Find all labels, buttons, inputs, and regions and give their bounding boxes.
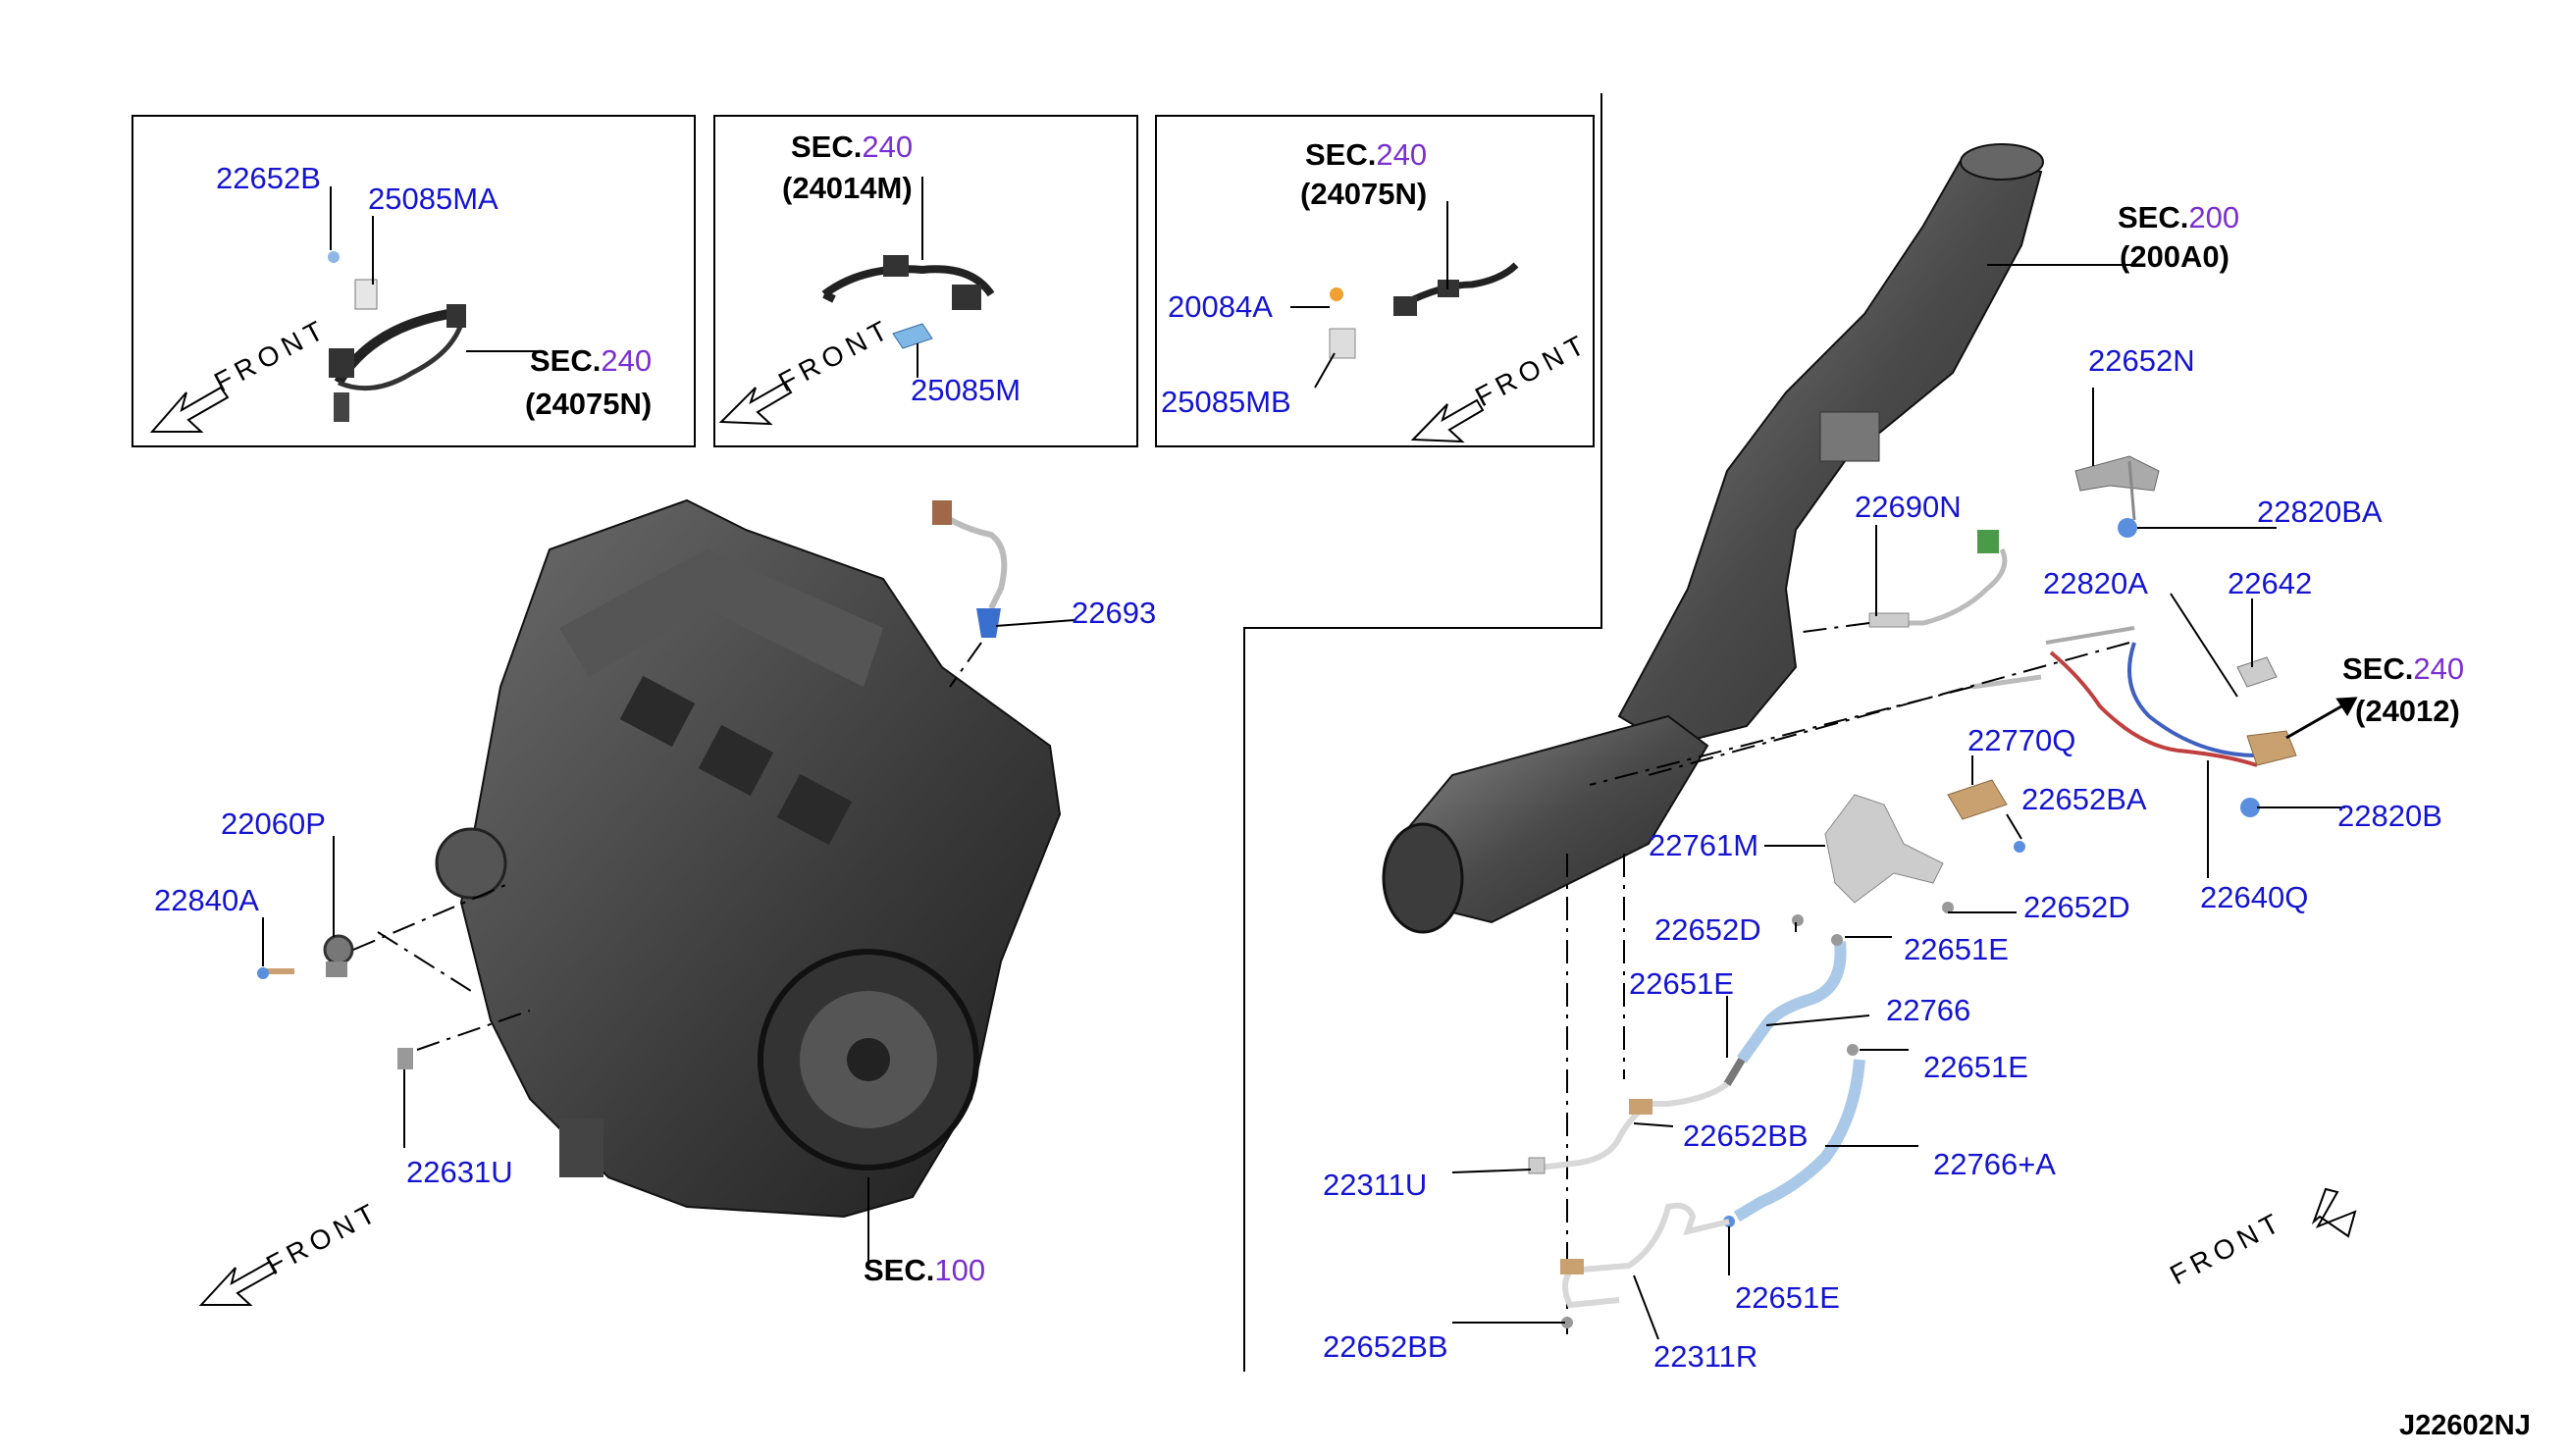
ref-code-exhaust: (200A0) bbox=[2120, 239, 2229, 274]
dash-harness-2 bbox=[1589, 686, 1973, 786]
front-arrow-inset2: FRONT bbox=[718, 313, 897, 426]
label-22060P: 22060P bbox=[221, 806, 326, 841]
label-22690N: 22690N bbox=[1855, 490, 1962, 524]
ref-code-sensor: (24012) bbox=[2355, 694, 2460, 728]
label-22766A: 22766+A bbox=[1933, 1147, 2056, 1181]
tube-22766 bbox=[1723, 934, 1847, 1087]
label-22640Q: 22640Q bbox=[2200, 880, 2308, 914]
label-22652BB-b: 22652BB bbox=[1323, 1329, 1448, 1364]
front-label: FRONT bbox=[1470, 328, 1594, 413]
sensor-22690N bbox=[1868, 530, 2008, 628]
leader-22820A bbox=[2170, 593, 2238, 698]
inset3-harness bbox=[1329, 262, 1519, 359]
sensor-22693 bbox=[932, 500, 1008, 638]
catalytic-converter bbox=[1382, 714, 1709, 934]
harness-22640Q bbox=[1971, 626, 2297, 767]
bracket-22761M bbox=[1792, 794, 1954, 926]
ref-code-inset1: (24075N) bbox=[525, 387, 652, 421]
label-22651E-c: 22651E bbox=[1923, 1050, 2028, 1084]
label-22311R: 22311R bbox=[1653, 1339, 1757, 1374]
front-arrow-inset1: FRONT bbox=[149, 313, 333, 433]
ref-code-inset2: (24014M) bbox=[782, 171, 913, 205]
dash-knock-3 bbox=[416, 1010, 531, 1051]
front-label: FRONT bbox=[2165, 1206, 2288, 1291]
label-22631U: 22631U bbox=[406, 1155, 513, 1189]
leader-22311R bbox=[1633, 1274, 1659, 1340]
bracket-22652N bbox=[2074, 455, 2260, 817]
knock-sensor bbox=[257, 934, 413, 1069]
label-22651E-b: 22651E bbox=[1629, 966, 1734, 1001]
dash-22690N bbox=[1795, 622, 1870, 634]
front-arrow-main-right: FRONT bbox=[2165, 1187, 2357, 1291]
label-22652D-a: 22652D bbox=[1654, 912, 1761, 947]
tube-22311R bbox=[1560, 1202, 1730, 1328]
label-22693: 22693 bbox=[1072, 596, 1156, 630]
exhaust-front-pipe bbox=[1617, 143, 2044, 748]
inset-box-1 bbox=[131, 115, 696, 447]
label-22642: 22642 bbox=[2228, 566, 2312, 600]
label-22651E-d: 22651E bbox=[1735, 1280, 1840, 1315]
front-label: FRONT bbox=[261, 1196, 385, 1281]
label-22652BA: 22652BA bbox=[2021, 782, 2147, 816]
label-25085MA: 25085MA bbox=[368, 182, 498, 216]
leader-22652BA bbox=[2006, 813, 2022, 840]
diagram-code: J22602NJ bbox=[2399, 1410, 2531, 1441]
label-22311U: 22311U bbox=[1323, 1168, 1427, 1202]
label-22652N: 22652N bbox=[2088, 343, 2195, 378]
leader-22693 bbox=[995, 619, 1075, 627]
section-ref-inset2: SEC.240 bbox=[791, 130, 913, 164]
section-ref-inset1: SEC.240 bbox=[530, 343, 652, 378]
inset2-harness bbox=[821, 255, 995, 349]
dash-harness-1 bbox=[1648, 642, 2130, 776]
label-22770Q: 22770Q bbox=[1967, 723, 2075, 757]
label-22652B: 22652B bbox=[216, 161, 321, 195]
ref-code-inset3: (24075N) bbox=[1300, 177, 1427, 211]
inset1-harness bbox=[328, 251, 466, 422]
section-divider bbox=[1243, 93, 1602, 1372]
front-label: FRONT bbox=[209, 313, 333, 398]
label-22766: 22766 bbox=[1886, 993, 1970, 1027]
dash-22693 bbox=[949, 642, 982, 688]
label-22651E-a: 22651E bbox=[1904, 932, 2009, 966]
front-label: FRONT bbox=[773, 313, 897, 398]
tube-22311U bbox=[1528, 1081, 1729, 1174]
label-22840A: 22840A bbox=[154, 883, 259, 917]
label-22820A: 22820A bbox=[2043, 566, 2148, 600]
leader-22311U bbox=[1451, 1169, 1532, 1173]
tube-22766A bbox=[1723, 1044, 1865, 1227]
label-22761M: 22761M bbox=[1649, 828, 1758, 862]
leader-25085MB bbox=[1314, 352, 1336, 389]
section-ref-inset3: SEC.240 bbox=[1305, 137, 1427, 172]
label-25085MB: 25085MB bbox=[1161, 385, 1291, 419]
leader-22766 bbox=[1765, 1014, 1870, 1026]
label-22652D-b: 22652D bbox=[2023, 890, 2130, 924]
front-arrow-main-left: FRONT bbox=[198, 1196, 385, 1306]
engine-block bbox=[435, 498, 1062, 1219]
section-ref-sensor: SEC.240 bbox=[2342, 651, 2464, 686]
label-25085M: 25085M bbox=[911, 373, 1021, 407]
dash-knock-2 bbox=[377, 931, 472, 992]
label-22820BA: 22820BA bbox=[2257, 494, 2383, 529]
front-arrow-inset3: FRONT bbox=[1410, 328, 1594, 443]
section-ref-engine: SEC.100 bbox=[864, 1253, 985, 1287]
label-22820B: 22820B bbox=[2337, 799, 2442, 833]
arrow-head bbox=[2335, 697, 2358, 716]
inset-box-3 bbox=[1155, 115, 1595, 447]
label-22652BB-a: 22652BB bbox=[1683, 1118, 1809, 1153]
bracket-22770Q bbox=[1947, 779, 2025, 853]
leader-22652BB-a bbox=[1633, 1122, 1674, 1127]
section-ref-exhaust: SEC.200 bbox=[2118, 200, 2239, 234]
dash-knock-1 bbox=[352, 882, 511, 951]
inset-box-2 bbox=[713, 115, 1138, 447]
label-20084A: 20084A bbox=[1168, 289, 1273, 324]
